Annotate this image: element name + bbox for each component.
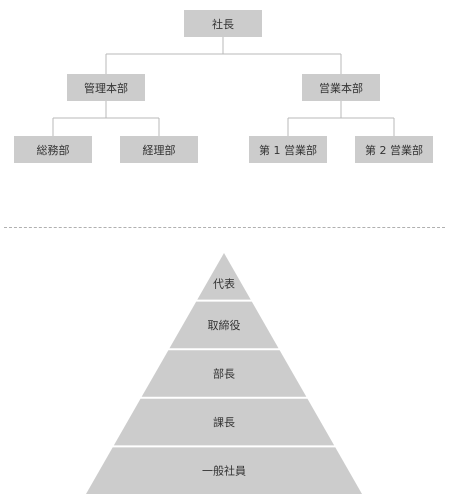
- section-divider: [4, 227, 445, 228]
- org-box-sales-2: 第 2 営業部: [355, 136, 433, 163]
- org-box-sales-1: 第 1 営業部: [249, 136, 327, 163]
- pyramid-band-4: [113, 398, 335, 446]
- pyramid-band-1: [197, 253, 251, 300]
- pyramid-band-3: [141, 350, 307, 397]
- org-box-sales-division-label: 営業本部: [319, 81, 363, 95]
- pyramid-band-4-label: 課長: [213, 415, 235, 429]
- pyramid-band-3-label: 部長: [213, 367, 235, 381]
- org-box-admin-division: 管理本部: [67, 74, 145, 101]
- org-chart-connectors: [52, 37, 395, 136]
- org-box-sales-division: 営業本部: [302, 74, 380, 101]
- org-box-accounting-label: 経理部: [142, 143, 176, 157]
- pyramid-band-2-label: 取締役: [208, 318, 241, 332]
- org-box-sales-1-label: 第 1 営業部: [259, 143, 317, 157]
- pyramid-band-5-label: 一般社員: [202, 464, 246, 478]
- org-box-accounting: 経理部: [120, 136, 198, 163]
- pyramid-band-1-label: 代表: [213, 277, 235, 291]
- org-box-general-affairs: 総務部: [14, 136, 92, 163]
- org-box-ceo: 社長: [184, 10, 262, 37]
- org-box-admin-division-label: 管理本部: [84, 81, 128, 95]
- org-box-sales-2-label: 第 2 営業部: [365, 143, 423, 157]
- pyramid-band-5: [86, 447, 362, 494]
- org-box-general-affairs-label: 総務部: [36, 143, 70, 157]
- org-box-ceo-label: 社長: [212, 17, 234, 31]
- pyramid-band-2: [169, 301, 279, 349]
